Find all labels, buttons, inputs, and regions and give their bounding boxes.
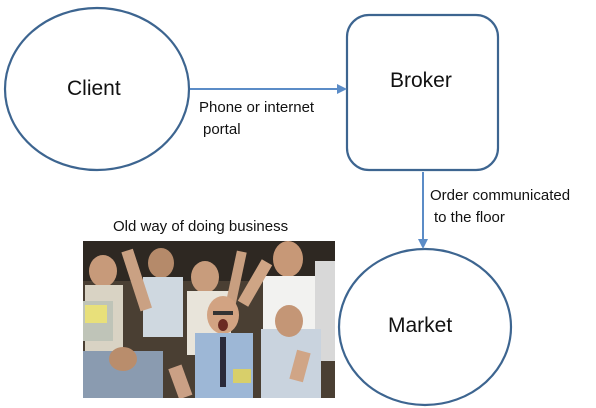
broker-node <box>345 13 500 172</box>
client-node <box>3 6 191 172</box>
broker-label: Broker <box>390 69 452 92</box>
edge-label-line: Phone or internet <box>199 99 315 116</box>
badge <box>85 305 107 323</box>
photo-caption: Old way of doing business <box>113 218 289 235</box>
market-node <box>337 247 513 407</box>
edge-label-line: Order communicated <box>430 187 571 204</box>
client-label: Client <box>67 77 121 100</box>
trading-floor-photo <box>83 241 335 398</box>
edge-label-line: to the floor <box>434 209 505 226</box>
client-broker-edge-label: Phone or internet portal <box>199 97 314 141</box>
edge-label-line: portal <box>203 121 241 138</box>
market-label: Market <box>388 314 453 337</box>
broker-market-edge-label: Order communicated to the floor <box>430 185 570 229</box>
